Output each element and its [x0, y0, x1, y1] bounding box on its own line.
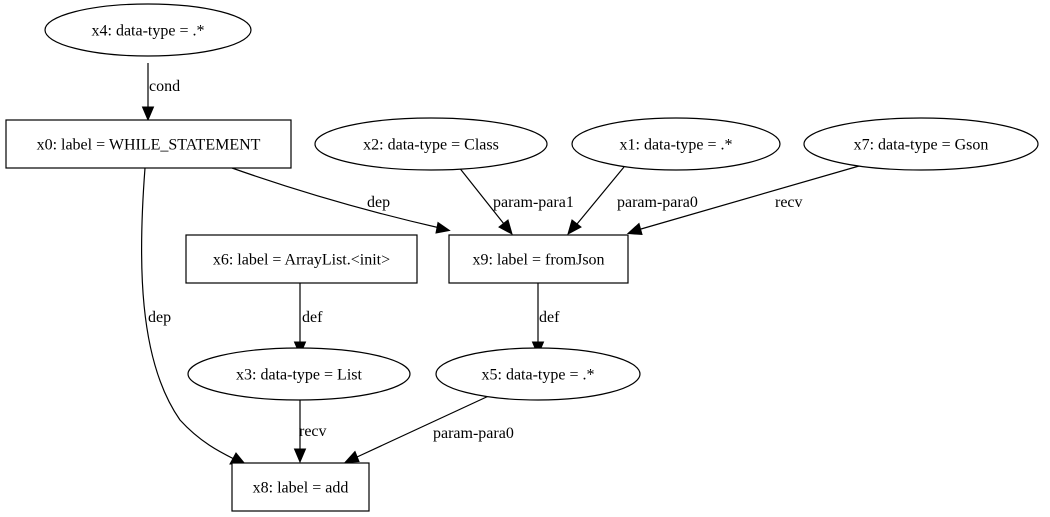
edge-x0-x9: dep [231, 167, 451, 234]
edge-x1-x9: param-para0 [567, 166, 698, 236]
edge-label-dep-x0-x8: dep [148, 309, 171, 326]
edge-label-recv-x3: recv [299, 423, 327, 440]
edge-x6-x3: def [293, 283, 323, 357]
node-x9-label: x9: label = fromJson [472, 252, 604, 269]
node-x1: x1: data-type = .* [571, 117, 781, 171]
edge-x9-x5: def [531, 283, 560, 357]
edge-x2-x9: param-para1 [457, 165, 574, 236]
edge-x7-x9: recv [626, 163, 867, 236]
node-x1-label: x1: data-type = .* [620, 137, 733, 154]
node-x4-label: x4: data-type = .* [92, 23, 205, 40]
node-x8-label: x8: label = add [253, 480, 349, 497]
node-x8: x8: label = add [231, 462, 370, 512]
node-x2: x2: data-type = Class [314, 117, 548, 171]
edge-x3-x8: recv [293, 397, 327, 464]
edge-label-def-x9: def [539, 309, 560, 326]
node-x3-label: x3: data-type = List [236, 367, 362, 384]
node-x6: x6: label = ArrayList.<init> [185, 234, 418, 284]
node-x5-label: x5: data-type = .* [482, 367, 595, 384]
node-x4: x4: data-type = .* [44, 3, 252, 57]
edge-label-cond: cond [149, 78, 180, 95]
edge-label-param-para1: param-para1 [493, 194, 574, 211]
node-x0-label: x0: label = WHILE_STATEMENT [37, 137, 261, 154]
node-x7-label: x7: data-type = Gson [854, 137, 989, 154]
edge-x0-x8: dep [140, 167, 247, 465]
node-x9: x9: label = fromJson [448, 234, 629, 284]
edge-x4-x0: cond [141, 63, 180, 122]
edge-label-param-para0-x1: param-para0 [617, 194, 698, 211]
node-x0: x0: label = WHILE_STATEMENT [5, 119, 292, 169]
edge-label-dep-x0-x9: dep [367, 194, 390, 211]
node-x2-label: x2: data-type = Class [363, 137, 499, 154]
edge-label-def-x6: def [302, 309, 323, 326]
node-x6-label: x6: label = ArrayList.<init> [213, 252, 390, 269]
edge-x5-x8: param-para0 [343, 393, 514, 464]
edge-label-param-para0-x5: param-para0 [433, 425, 514, 442]
node-x3: x3: data-type = List [187, 347, 411, 401]
node-x7: x7: data-type = Gson [803, 117, 1039, 171]
node-x5: x5: data-type = .* [435, 347, 641, 401]
edge-label-recv-x7: recv [775, 194, 803, 211]
